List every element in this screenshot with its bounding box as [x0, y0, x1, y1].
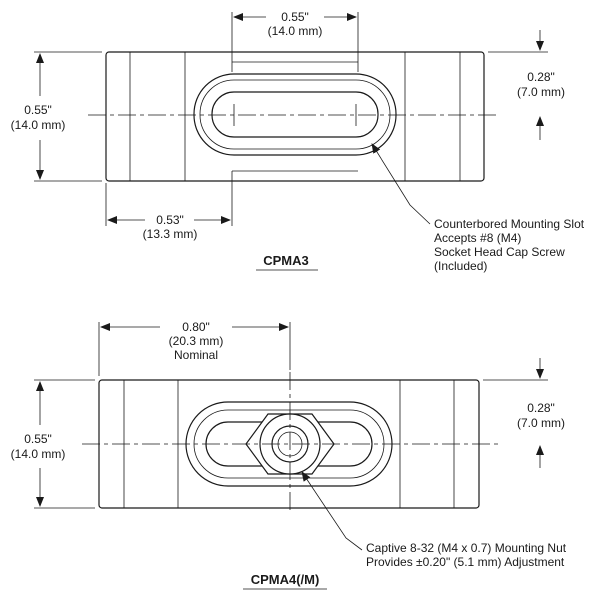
cpma4-height-dimension: 0.55" (14.0 mm)	[11, 379, 95, 509]
cpma3-callout-line: Accepts #8 (M4)	[434, 231, 521, 245]
cpma4-height-mm: (14.0 mm)	[11, 447, 66, 461]
cpma4-nut-callout: Captive 8-32 (M4 x 0.7) Mounting Nut Pro…	[301, 471, 567, 569]
cpma4-half-height-mm: (7.0 mm)	[517, 416, 565, 430]
cpma3-counterbore-mid	[199, 79, 391, 150]
cpma3-drawing	[88, 51, 500, 182]
cpma3-slot-callout: Counterbored Mounting Slot Accepts #8 (M…	[371, 143, 585, 273]
cpma3-offset-mm: (13.3 mm)	[143, 227, 198, 241]
cpma3-height-mm: (14.0 mm)	[11, 118, 66, 132]
cpma4-title: CPMA4(/M)	[251, 572, 320, 587]
cpma3-offset-dimension: 0.53" (13.3 mm)	[105, 171, 233, 241]
cpma3-through-slot	[211, 91, 379, 138]
cpma3-top-dimension: 0.55" (14.0 mm)	[231, 10, 359, 72]
cpma4-nominal-mm: (20.3 mm)	[169, 334, 224, 348]
cpma3-title: CPMA3	[263, 253, 309, 268]
cpma3-body-outline	[105, 51, 485, 182]
cpma3-half-height-mm: (7.0 mm)	[517, 85, 565, 99]
cpma4-nominal-dimension: 0.80" (20.3 mm) Nominal	[98, 320, 291, 376]
cpma3-half-height-in: 0.28"	[527, 70, 555, 84]
cpma4-callout-line: Provides ±0.20" (5.1 mm) Adjustment	[366, 555, 565, 569]
cpma3-height-dimension: 0.55" (14.0 mm)	[11, 51, 102, 182]
cpma3-offset-in: 0.53"	[156, 213, 184, 227]
cpma3-top-dim-mm: (14.0 mm)	[268, 24, 323, 38]
cpma4-nominal-in: 0.80"	[182, 320, 210, 334]
cpma3-callout-line: Counterbored Mounting Slot	[434, 217, 585, 231]
cpma3-height-in: 0.55"	[24, 103, 52, 117]
cpma3-callout-line: Socket Head Cap Screw	[434, 245, 565, 259]
cpma3-counterbore-outer	[193, 73, 397, 156]
cpma4-drawing	[82, 372, 498, 512]
cpma4-callout-line: Captive 8-32 (M4 x 0.7) Mounting Nut	[366, 541, 567, 555]
cpma4-height-in: 0.55"	[24, 432, 52, 446]
cpma3-half-height-dimension: 0.28" (7.0 mm)	[488, 30, 565, 140]
cpma4-nominal-note: Nominal	[174, 348, 218, 362]
cpma3-top-dim-in: 0.55"	[281, 10, 309, 24]
cpma3-callout-line: (Included)	[434, 259, 487, 273]
cpma4-half-height-in: 0.28"	[527, 401, 555, 415]
cpma4-half-height-dimension: 0.28" (7.0 mm)	[483, 358, 565, 468]
